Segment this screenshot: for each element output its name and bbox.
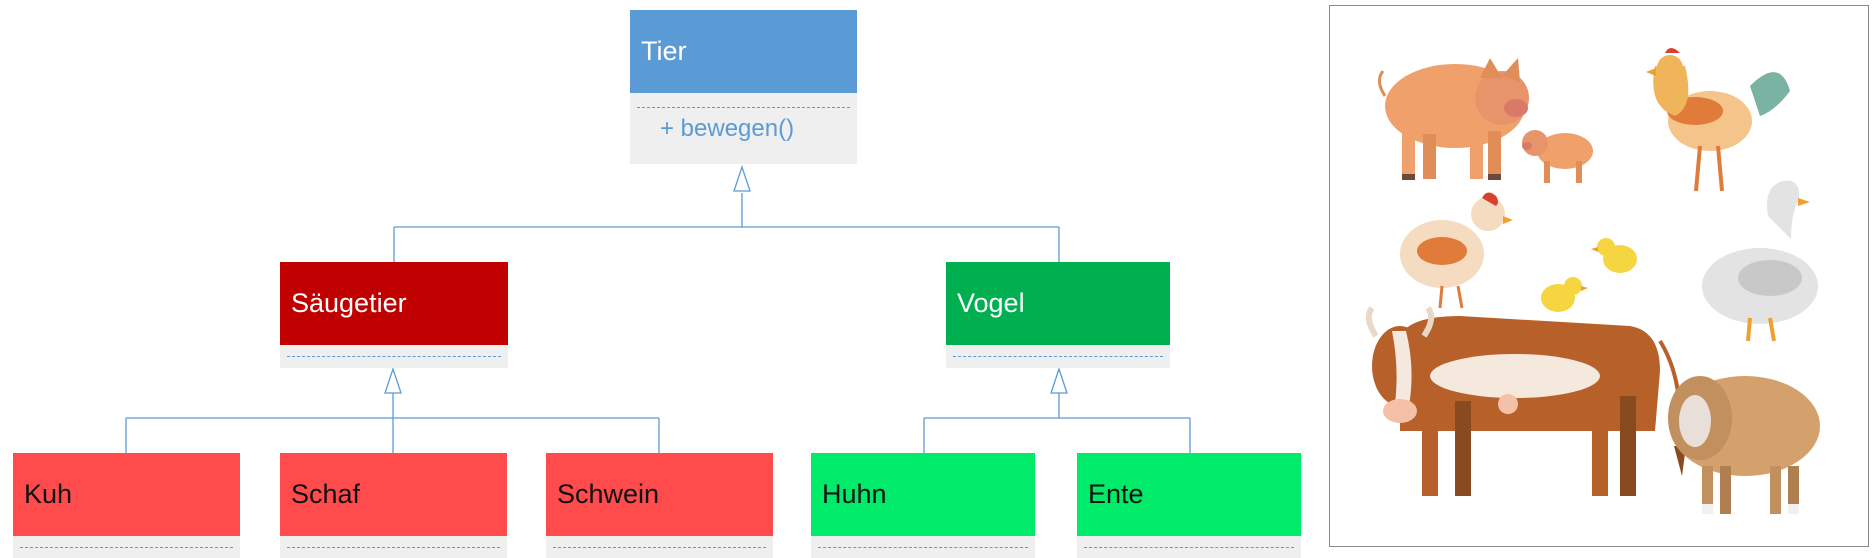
operation-bewegen: + bewegen() [660,115,795,142]
generalization-arrow-vogel [1050,366,1068,394]
attribute-separator [953,356,1163,357]
generalization-arrow-tier [733,164,751,192]
goose-icon [1702,180,1818,342]
farm-animals-illustration [1329,5,1869,547]
class-saeugetier[interactable]: Säugetier [280,262,508,368]
attribute-separator [287,356,501,357]
piglet-icon [1522,130,1593,183]
class-tier-operations: + bewegen() [630,93,857,164]
attribute-separator [1084,547,1294,548]
class-huhn-header: Huhn [811,453,1035,536]
sheep-icon [1668,376,1820,514]
class-huhn-body [811,536,1035,558]
class-saeugetier-body [280,345,508,368]
class-tier-name: Tier [641,36,687,66]
class-huhn-name: Huhn [822,479,887,509]
class-schwein-name: Schwein [557,479,660,509]
class-schaf-header: Schaf [280,453,507,536]
class-huhn[interactable]: Huhn [811,453,1035,558]
class-vogel-body [946,345,1170,368]
pig-icon [1378,58,1529,180]
class-tier-header: Tier [630,10,857,93]
rooster-icon [1646,48,1790,192]
class-ente-name: Ente [1088,479,1144,509]
class-schaf[interactable]: Schaf [280,453,507,558]
class-kuh-body [13,536,240,558]
class-ente-header: Ente [1077,453,1301,536]
attribute-separator [637,107,850,108]
class-schwein-body [546,536,773,558]
class-kuh-name: Kuh [24,479,73,509]
class-schaf-body [280,536,507,558]
cow-icon [1365,306,1686,496]
farm-animals-artwork [1365,48,1820,514]
class-saeugetier-header: Säugetier [280,262,508,345]
generalization-arrow-saeugetier [384,366,402,394]
class-kuh-header: Kuh [13,453,240,536]
class-saeugetier-name: Säugetier [291,288,407,318]
class-schwein-header: Schwein [546,453,773,536]
class-schaf-name: Schaf [291,479,361,509]
hen-icon [1400,192,1513,309]
class-tier[interactable]: Tier + bewegen() [630,10,857,164]
class-ente[interactable]: Ente [1077,453,1301,558]
attribute-separator [553,547,766,548]
attribute-separator [818,547,1028,548]
class-schwein[interactable]: Schwein [546,453,773,558]
class-vogel-name: Vogel [957,288,1025,318]
chick-icon [1541,238,1637,312]
inheritance-connectors [125,164,1191,453]
attribute-separator [20,547,233,548]
attribute-separator [287,547,500,548]
class-vogel[interactable]: Vogel [946,262,1170,368]
class-ente-body [1077,536,1301,558]
class-kuh[interactable]: Kuh [13,453,240,558]
class-vogel-header: Vogel [946,262,1170,345]
